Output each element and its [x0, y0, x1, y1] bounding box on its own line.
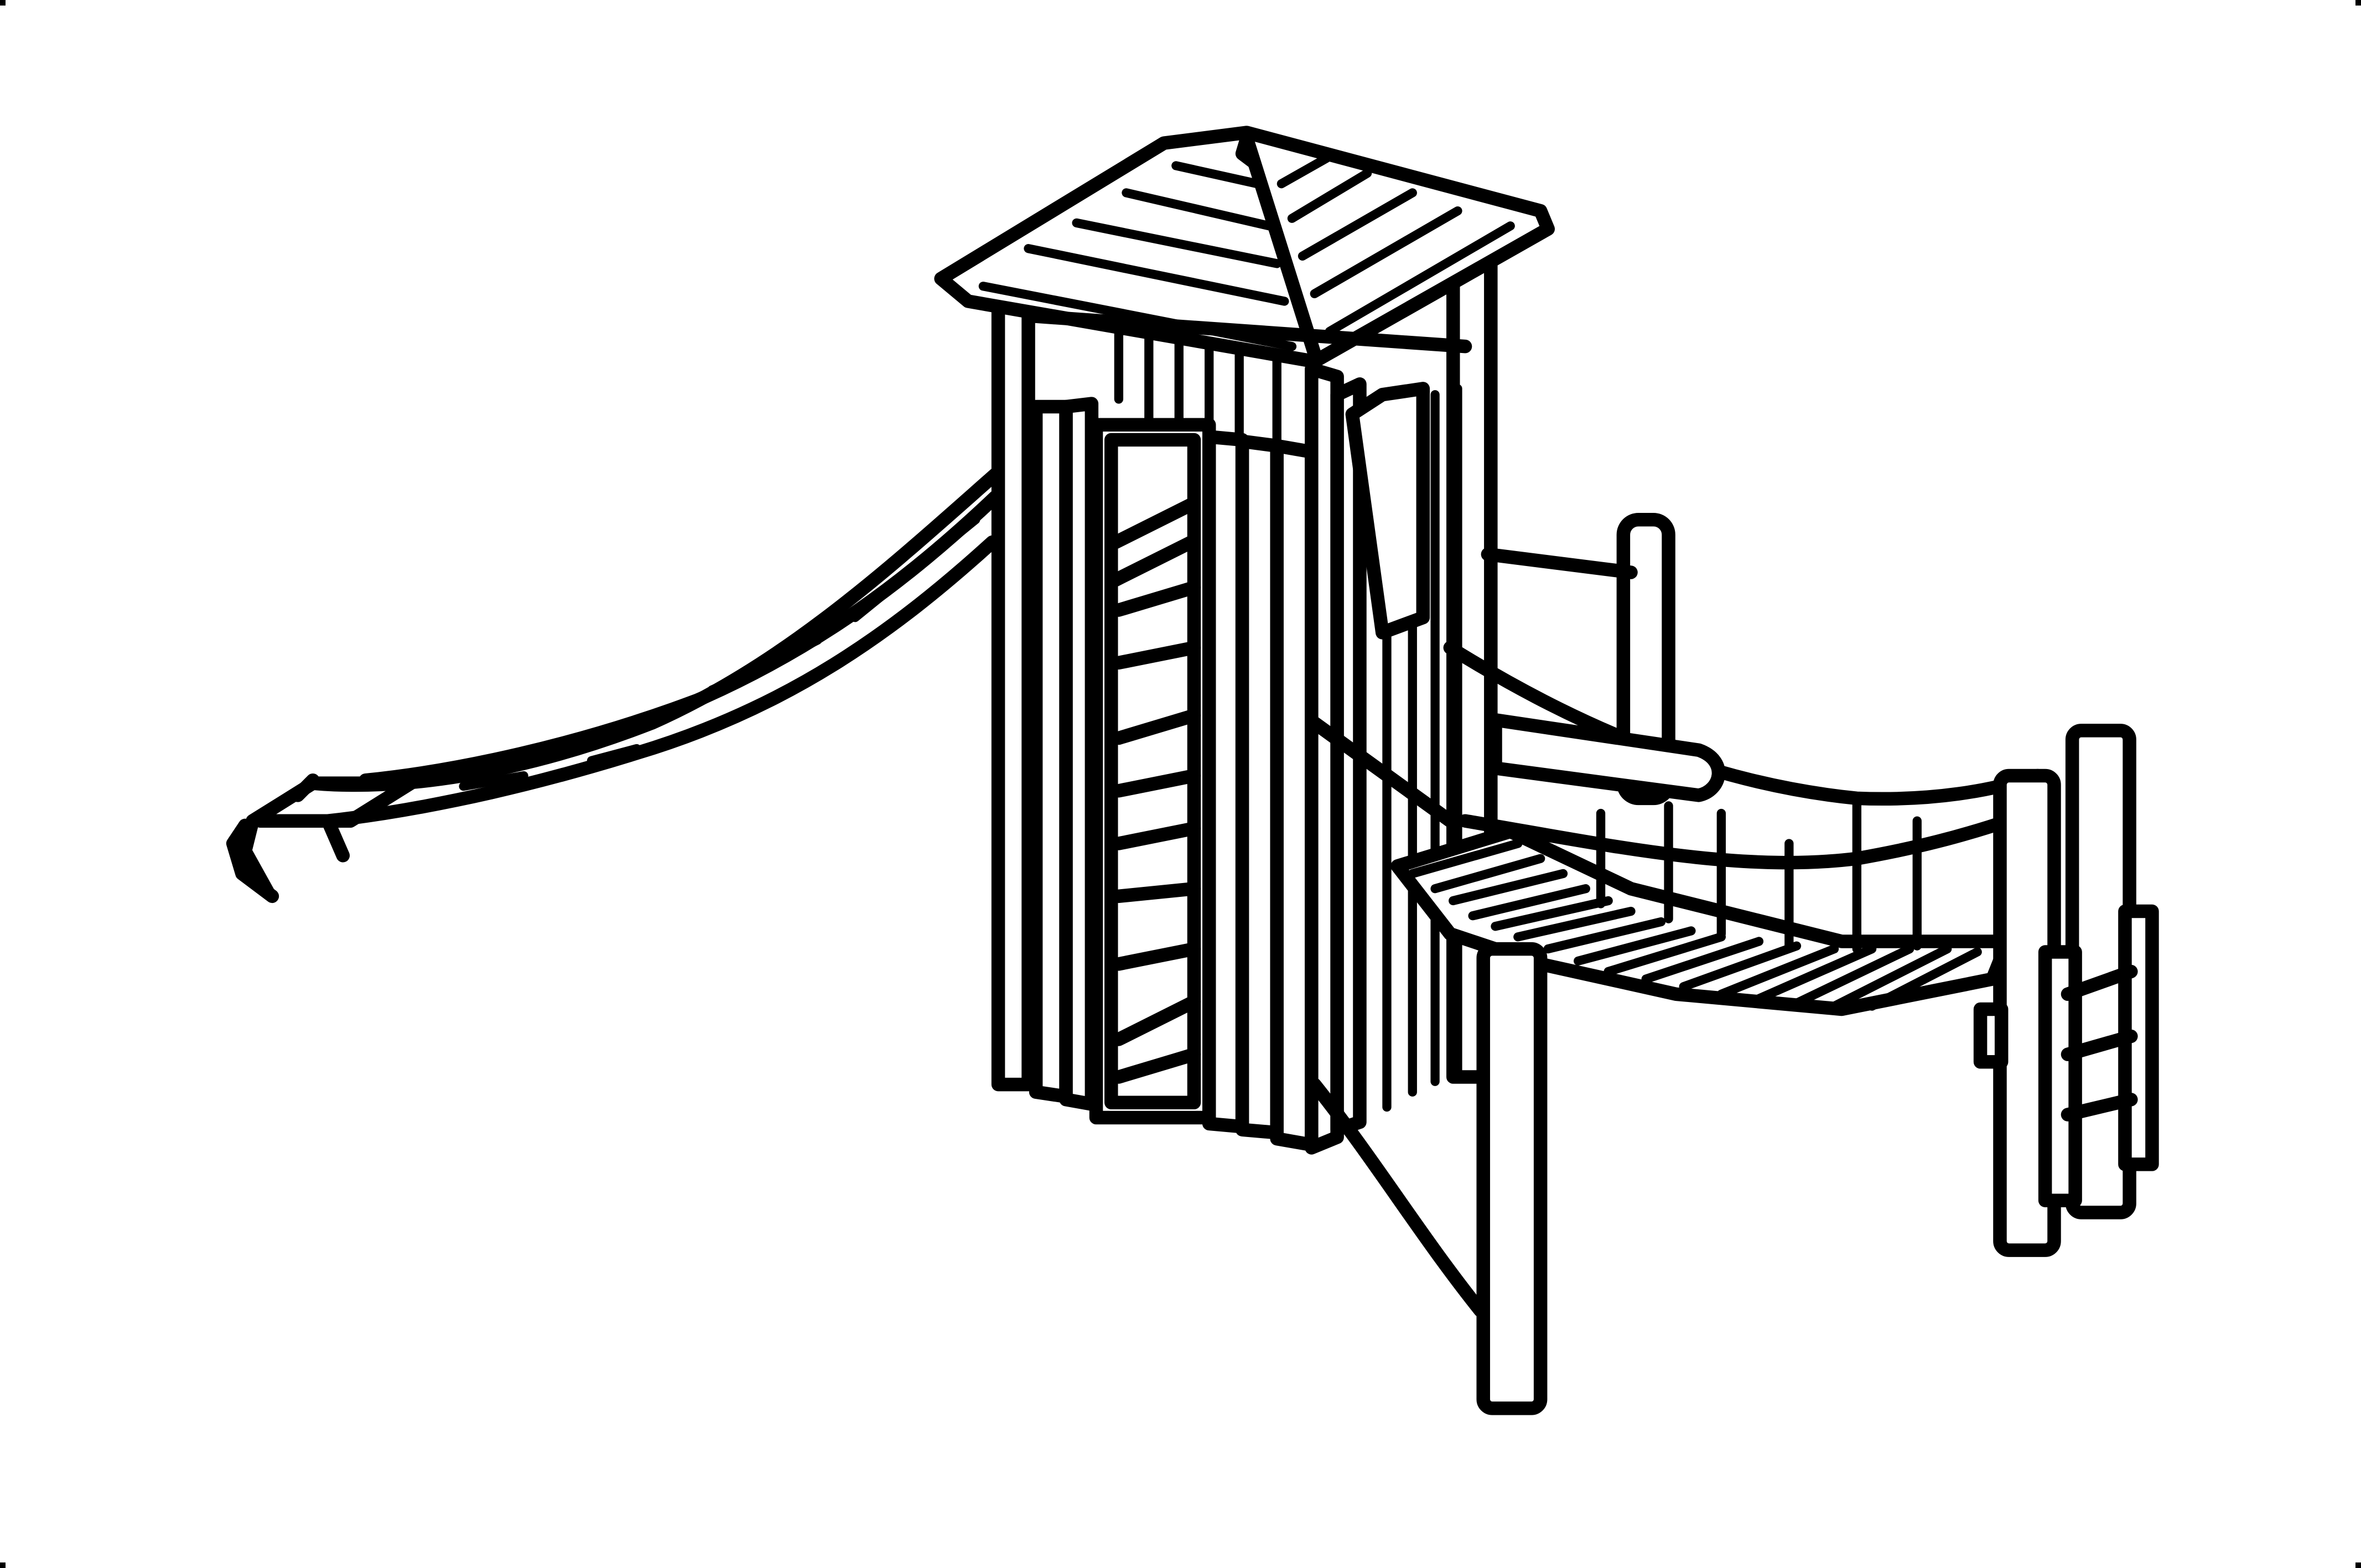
corner-mark — [2355, 0, 2361, 6]
corner-mark — [0, 1562, 6, 1568]
tower-roof — [934, 126, 1555, 368]
slide — [226, 468, 1002, 904]
corner-mark — [2355, 1562, 2361, 1568]
support-post — [1307, 942, 1548, 1415]
corner-mark — [0, 0, 6, 6]
tower-body — [991, 257, 1498, 1155]
bridge-end-post — [1973, 724, 2159, 1257]
rope-handrails — [1481, 512, 1726, 806]
